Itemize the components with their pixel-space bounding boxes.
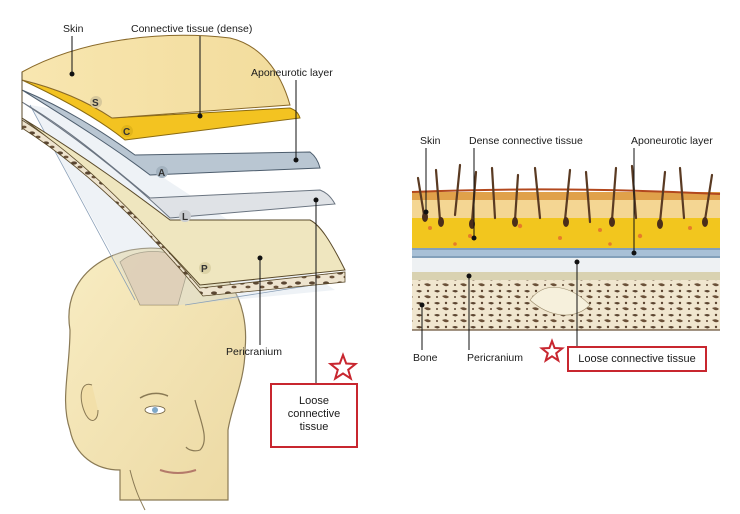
marker-a: A <box>156 166 168 179</box>
svg-text:P: P <box>201 264 208 275</box>
hair-follicles <box>416 163 714 224</box>
label-skin: Skin <box>63 23 84 35</box>
head-illustration <box>64 247 247 511</box>
right-labels: Skin Dense connective tissue Aponeurotic… <box>413 135 713 364</box>
loose-connective-box-right: Loose connective tissue <box>567 346 707 372</box>
marker-c: C <box>121 125 133 138</box>
svg-text:C: C <box>123 127 130 138</box>
label-r-pericranium: Pericranium <box>467 352 523 364</box>
label-aponeurotic: Aponeurotic layer <box>251 67 333 79</box>
label-r-aponeurotic: Aponeurotic layer <box>631 135 713 147</box>
marker-l: L <box>179 210 191 223</box>
star-icon-right <box>539 338 565 363</box>
label-pericranium: Pericranium <box>226 346 282 358</box>
marker-s: S <box>90 96 102 109</box>
star-icon-left <box>327 352 359 381</box>
left-labels: Skin Connective tissue (dense) Aponeurot… <box>63 23 333 383</box>
marker-p: P <box>199 262 211 275</box>
loose-connective-box-left: Loose connective tissue <box>270 383 358 448</box>
scalp-layer-block: S C A L P <box>21 34 346 297</box>
svg-text:L: L <box>182 212 188 223</box>
label-connective-dense: Connective tissue (dense) <box>131 23 252 35</box>
label-r-dense: Dense connective tissue <box>469 135 583 147</box>
svg-text:S: S <box>92 98 99 109</box>
svg-text:A: A <box>158 168 165 179</box>
label-r-skin: Skin <box>420 135 441 147</box>
label-r-bone: Bone <box>413 352 438 364</box>
cross-section-diagram <box>411 163 721 331</box>
